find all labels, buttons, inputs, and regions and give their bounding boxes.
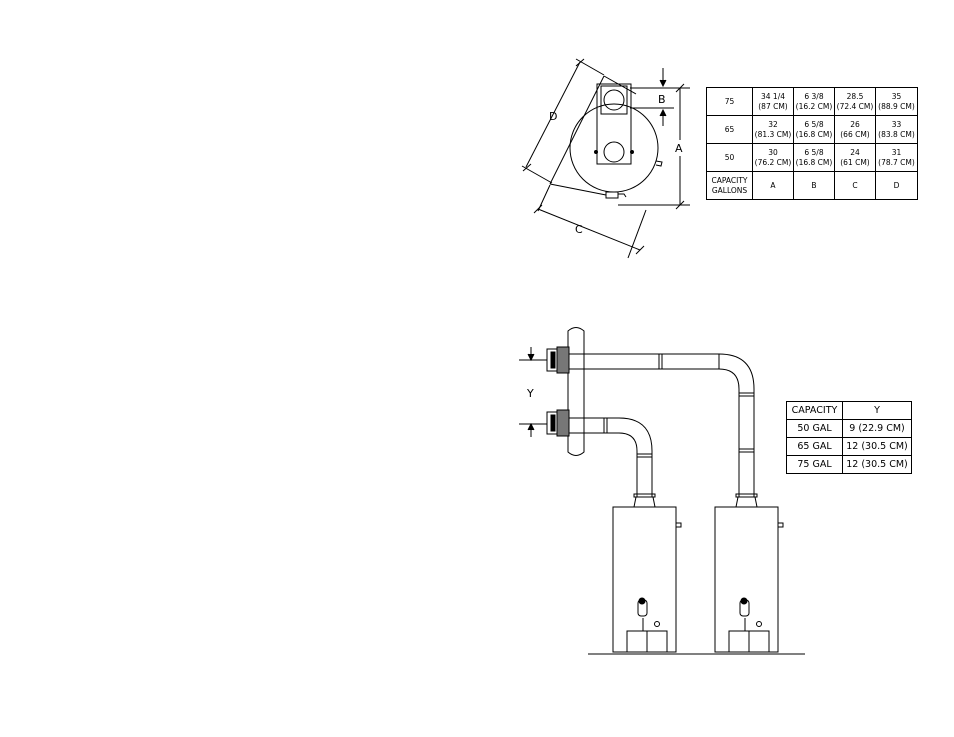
capacity-cell: 75 GAL [786, 455, 843, 474]
vent-pipe-upper [569, 353, 755, 497]
drain-valve-icon [605, 191, 619, 199]
vent-box [596, 83, 632, 165]
capacity-cell: 65 [706, 115, 753, 144]
dim-c-cell: 26(66 CM) [834, 115, 876, 144]
wall [567, 327, 585, 456]
draft-hood [600, 85, 628, 115]
capacity-cell: 65 GAL [786, 437, 843, 456]
flue-circle-top [603, 89, 625, 111]
relief-valve-icon [778, 522, 784, 528]
column-header-b: B [793, 171, 835, 200]
water-heater-1 [612, 506, 682, 653]
y-header: Y [842, 401, 912, 420]
y-value-cell: 12 (30.5 CM) [842, 455, 912, 474]
table-row: 75 GAL 12 (30.5 CM) [786, 455, 912, 474]
dim-label-c: C [575, 223, 583, 236]
capacity-header: CAPACITY [786, 401, 843, 420]
dim-c-cell: 24(61 CM) [834, 143, 876, 172]
dim-label-a: A [675, 142, 683, 155]
dim-a-cell: 32(81.3 CM) [752, 115, 794, 144]
table-header-row: CAPACITY Y [786, 401, 912, 420]
dim-b-cell: 6 5/8(16.8 CM) [793, 115, 835, 144]
table-row: 65 32(81.3 CM) 6 5/8(16.8 CM) 26(66 CM) … [706, 115, 918, 144]
dim-d-cell: 33(83.8 CM) [875, 115, 918, 144]
y-value-cell: 12 (30.5 CM) [842, 437, 912, 456]
dim-b-cell: 6 3/8(16.2 CM) [793, 87, 835, 116]
water-heater-2 [714, 506, 784, 653]
table-row: 65 GAL 12 (30.5 CM) [786, 437, 912, 456]
dim-d-cell: 35(88.9 CM) [875, 87, 918, 116]
y-dimension-table: CAPACITY Y 50 GAL 9 (22.9 CM) 65 GAL 12 … [786, 401, 912, 474]
dimension-table: 75 34 1/4(87 CM) 6 3/8(16.2 CM) 28.5(72.… [706, 87, 918, 200]
dim-d-cell: 31(78.7 CM) [875, 143, 918, 172]
capacity-cell: 50 [706, 143, 753, 172]
dim-label-y: Y [526, 387, 534, 400]
relief-valve-icon [655, 160, 663, 167]
flue-circle-bottom [603, 141, 625, 163]
dim-a-cell: 34 1/4(87 CM) [752, 87, 794, 116]
vent-pipe-lower [569, 417, 653, 497]
dim-a-cell: 30(76.2 CM) [752, 143, 794, 172]
side-view [519, 327, 805, 655]
top-view [521, 58, 690, 259]
table-row: 50 30(76.2 CM) 6 5/8(16.8 CM) 24(61 CM) … [706, 143, 918, 172]
capacity-cell: 75 [706, 87, 753, 116]
column-header-d: D [875, 171, 918, 200]
capacity-cell: 50 GAL [786, 419, 843, 438]
dim-b-cell: 6 5/8(16.8 CM) [793, 143, 835, 172]
y-value-cell: 9 (22.9 CM) [842, 419, 912, 438]
relief-valve-icon [676, 522, 682, 528]
dim-label-d: D [549, 110, 557, 123]
table-row: 50 GAL 9 (22.9 CM) [786, 419, 912, 438]
dim-label-b: B [658, 93, 666, 106]
dim-c-cell: 28.5(72.4 CM) [834, 87, 876, 116]
column-header-a: A [752, 171, 794, 200]
table-row: 75 34 1/4(87 CM) 6 3/8(16.2 CM) 28.5(72.… [706, 87, 918, 116]
column-header-c: C [834, 171, 876, 200]
